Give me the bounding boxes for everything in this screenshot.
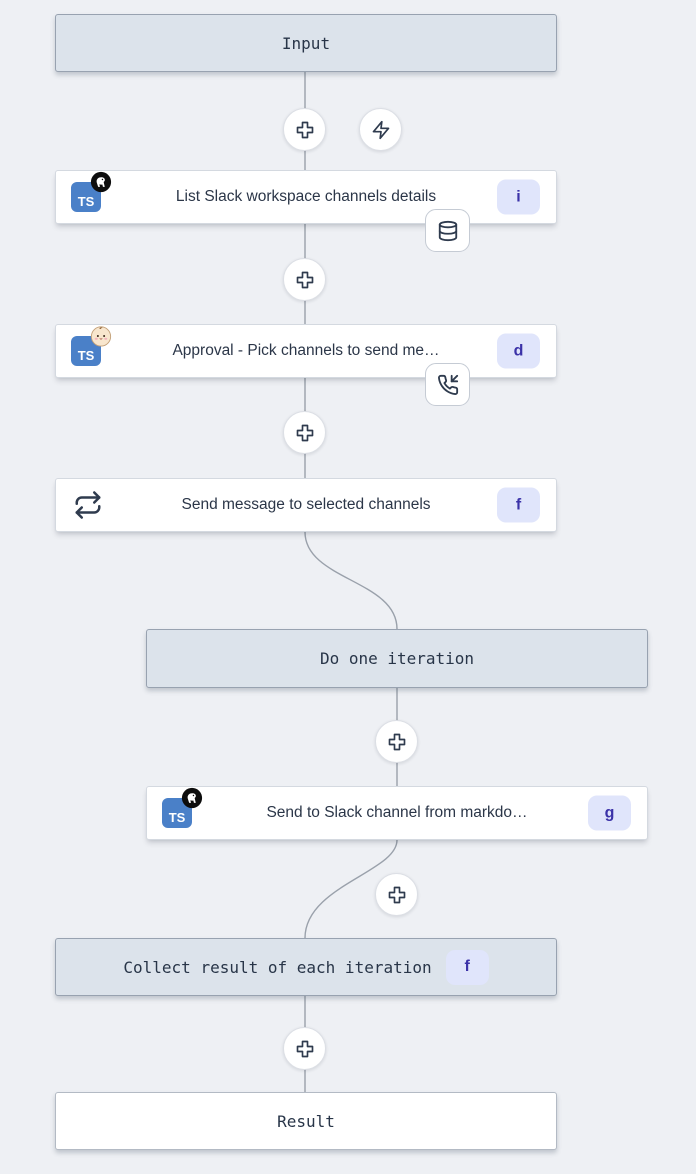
step-id-badge: g — [588, 795, 631, 831]
input-node-label: Input — [281, 33, 331, 53]
insert-step-button[interactable] — [375, 873, 418, 916]
deno-icon — [181, 787, 203, 809]
typescript-icon: TS — [162, 798, 192, 828]
insert-step-button[interactable] — [283, 411, 326, 454]
edge-step3-iteration — [304, 531, 398, 630]
collect-result-label: Collect result of each iteration — [123, 957, 432, 977]
step-label: List Slack workspace channels details — [175, 188, 437, 205]
edge-step4-collect — [304, 839, 398, 939]
flow-step-send-to-slack-channel[interactable]: TS Send to Slack channel from markdo… g — [146, 786, 648, 840]
plus-icon — [296, 424, 313, 441]
flow-step-forloop-send-message[interactable]: Send message to selected channels f — [55, 478, 557, 532]
collect-result-node[interactable]: Collect result of each iteration f — [55, 938, 557, 996]
database-icon — [438, 220, 457, 241]
bun-icon — [90, 326, 112, 347]
cache-badge[interactable] — [425, 209, 470, 252]
insert-step-button[interactable] — [283, 108, 326, 151]
step-id-badge: f — [497, 487, 540, 523]
zap-icon — [372, 120, 389, 139]
typescript-bun-icon: TS — [71, 326, 112, 366]
plus-icon — [296, 121, 313, 138]
flow-step-list-slack-channels[interactable]: TS List Slack workspace channels details… — [55, 170, 557, 224]
step-id-badge: f — [445, 949, 489, 985]
step-label: Send message to selected channels — [181, 496, 431, 513]
typescript-deno-icon: TS — [162, 787, 203, 828]
insert-step-button[interactable] — [375, 720, 418, 763]
step-label: Send to Slack channel from markdo… — [266, 804, 528, 821]
iteration-node-label: Do one iteration — [319, 649, 475, 668]
plus-icon — [296, 1040, 313, 1057]
insert-step-button[interactable] — [283, 1027, 326, 1070]
input-node[interactable]: Input — [55, 14, 557, 72]
result-node-label: Result — [277, 1111, 335, 1131]
add-trigger-button[interactable] — [359, 108, 402, 151]
typescript-deno-icon: TS — [71, 171, 112, 212]
phone-incoming-icon — [437, 374, 458, 395]
deno-icon — [90, 171, 112, 193]
plus-icon — [296, 271, 313, 288]
result-node[interactable]: Result — [55, 1092, 557, 1150]
step-label: Approval - Pick channels to send me… — [172, 342, 440, 359]
suspend-badge[interactable] — [425, 363, 470, 406]
plus-icon — [388, 733, 405, 750]
repeat-icon — [73, 490, 103, 520]
iteration-node[interactable]: Do one iteration — [146, 629, 648, 688]
flow-step-approval-pick-channels[interactable]: TS Approval - Pick channels to send me… … — [55, 324, 557, 378]
step-id-badge: d — [497, 333, 540, 369]
step-id-badge: i — [497, 179, 540, 215]
insert-step-button[interactable] — [283, 258, 326, 301]
plus-icon — [388, 886, 405, 903]
